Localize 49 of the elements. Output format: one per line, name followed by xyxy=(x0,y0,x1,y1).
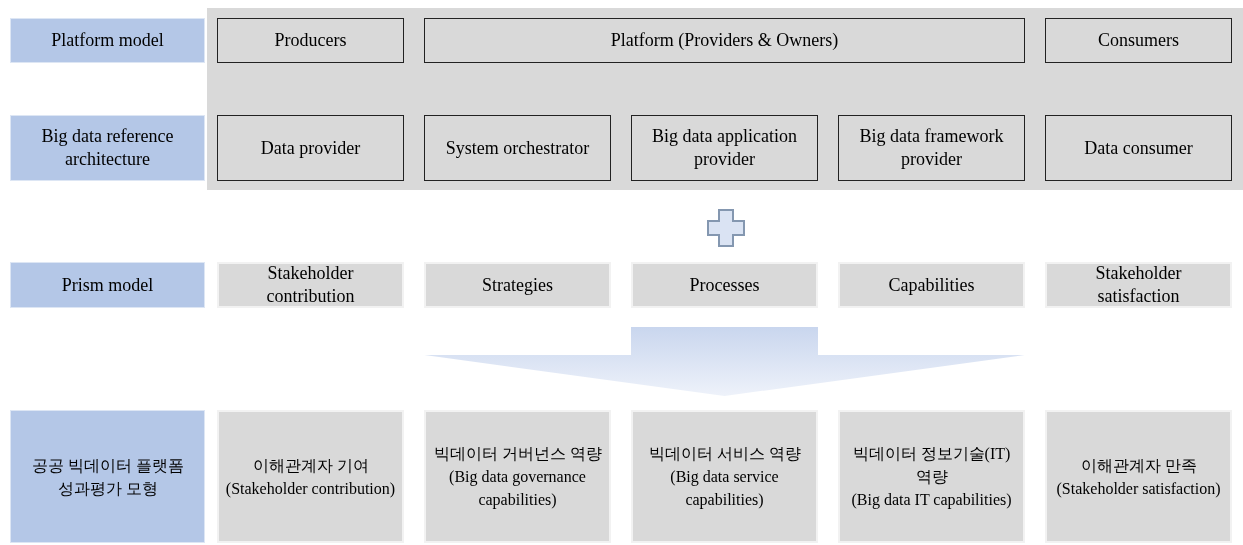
box-label: Data consumer xyxy=(1084,136,1193,160)
box-label: Stakeholder contribution xyxy=(265,262,356,308)
box-label: 이해관계자 만족 xyxy=(1080,455,1197,476)
category-box xyxy=(838,262,1025,308)
box-subtext: (Big data governance capabilities) xyxy=(448,467,587,511)
box-label: Big data framework provider xyxy=(858,125,1005,171)
category-box xyxy=(1045,410,1232,543)
box-subtext: (Big data service capabilities) xyxy=(669,467,780,511)
row-header xyxy=(10,115,205,181)
category-box xyxy=(217,410,404,543)
role-box xyxy=(838,115,1025,181)
row-header xyxy=(10,262,205,308)
box-subtext: (Big data IT capabilities) xyxy=(851,490,1012,511)
role-box xyxy=(217,18,404,63)
box-label: Big data application provider xyxy=(651,125,798,171)
role-box xyxy=(424,18,1025,63)
box-label: Platform (Providers & Owners) xyxy=(610,29,839,52)
category-box xyxy=(424,262,611,308)
box-subtext: (Stakeholder contribution) xyxy=(225,478,396,500)
category-box xyxy=(631,410,818,543)
box-label: 이해관계자 기여 xyxy=(252,455,369,476)
box-label: Prism model xyxy=(61,273,154,297)
box-label: Big data reference architecture xyxy=(40,125,175,171)
box-label: System orchestrator xyxy=(445,136,590,160)
box-label: 빅데이터 정보기술(IT) 역량 xyxy=(851,444,1012,487)
role-box xyxy=(631,115,818,181)
box-label: 공공 빅데이터 플랫폼 성과평가 모형 xyxy=(30,455,185,499)
box-label: Capabilities xyxy=(888,273,975,297)
box-label: Strategies xyxy=(482,273,553,297)
box-label: Consumers xyxy=(1098,29,1179,52)
box-subtext: (Stakeholder satisfaction) xyxy=(1056,478,1221,499)
row-header xyxy=(10,410,205,543)
category-box xyxy=(217,262,404,308)
box-label: Platform model xyxy=(51,29,164,52)
category-box xyxy=(838,410,1025,543)
role-box xyxy=(217,115,404,181)
role-box xyxy=(424,115,611,181)
box-label: Stakeholder satisfaction xyxy=(1094,262,1183,308)
category-box xyxy=(1045,262,1232,308)
box-label: 빅데이터 서비스 역량 xyxy=(648,444,801,464)
role-box xyxy=(1045,115,1232,181)
box-label: Data provider xyxy=(260,136,361,160)
box-label: Producers xyxy=(274,29,347,52)
category-box xyxy=(424,410,611,543)
box-label: 빅데이터 거버넌스 역량 xyxy=(433,444,602,464)
row-header xyxy=(10,18,205,63)
role-box xyxy=(1045,18,1232,63)
box-label: Processes xyxy=(689,273,760,297)
category-box xyxy=(631,262,818,308)
